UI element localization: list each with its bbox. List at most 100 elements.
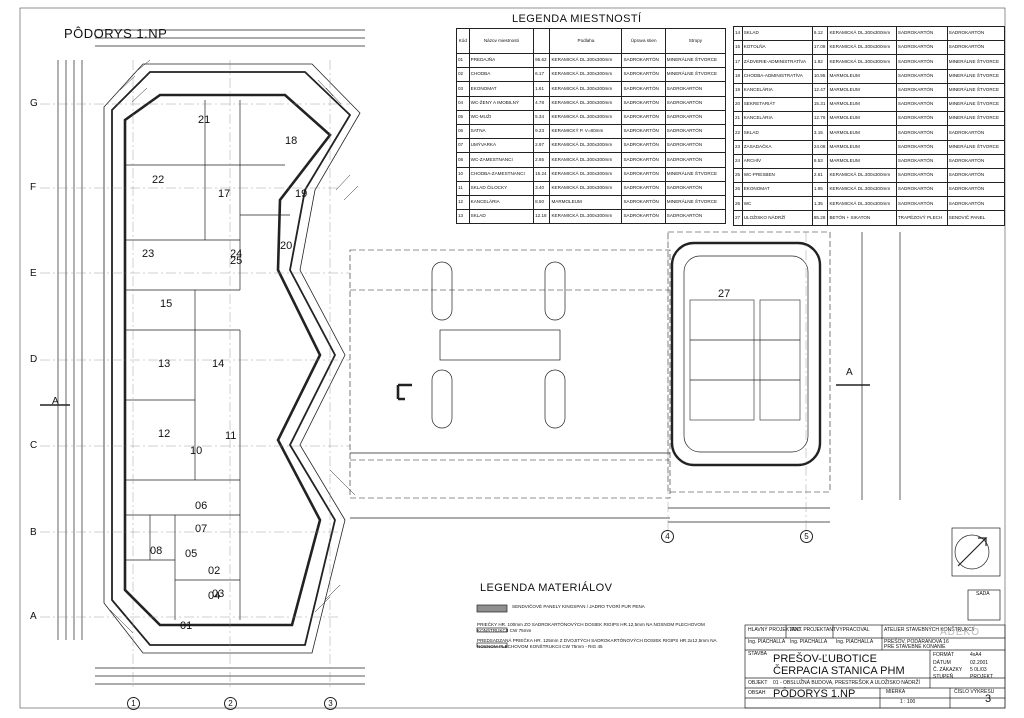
room-legend-area: 6.12 bbox=[811, 25, 829, 42]
room-legend-code: 17 bbox=[733, 54, 743, 70]
room-legend-walls: SADROKARTÓN bbox=[895, 25, 948, 42]
room-number: 11 bbox=[225, 430, 237, 442]
room-legend-ceiling: SADROKARTÓN bbox=[664, 209, 727, 225]
room-legend-name: ZÁDVERIE-ADMINISTRATÍVA bbox=[741, 54, 813, 70]
room-legend-walls: SADROKARTÓN bbox=[621, 81, 666, 97]
room-legend-ceiling: MINERÁLNE ŠTVORCE bbox=[946, 96, 1006, 113]
axis-row-label: A bbox=[30, 611, 37, 622]
room-legend-area: 15.31 bbox=[811, 96, 829, 113]
room-legend-ceiling: SADROKARTÓN bbox=[664, 152, 727, 168]
room-legend-floor: KERAMICKÁ DL.300x300mm bbox=[549, 109, 623, 125]
room-legend-ceiling: SADROKARTÓN bbox=[664, 81, 727, 97]
room-legend-area: 17.08 bbox=[811, 40, 829, 56]
room-legend-code: 08 bbox=[456, 152, 470, 168]
room-legend-walls: SADROKARTÓN bbox=[895, 196, 948, 212]
room-legend-area: 15.24 bbox=[533, 166, 551, 182]
tb-date-label: DÁTUM bbox=[933, 660, 951, 666]
room-number: 04 bbox=[208, 590, 221, 602]
tb-stage2: PROJEKT bbox=[970, 674, 994, 680]
room-legend-name: WC-ZAMESTNANCI bbox=[468, 152, 535, 168]
room-legend-name: WC-ŽENY A IMOBILNÝ bbox=[468, 95, 535, 111]
col-name-header: Názov miestnosti bbox=[468, 28, 535, 54]
room-legend-ceiling: SADROKARTÓN bbox=[946, 25, 1006, 42]
room-legend-floor: MARMOLEUM bbox=[827, 68, 897, 84]
room-legend-ceiling: MINERÁLNE ŠTVORCE bbox=[664, 194, 727, 211]
room-legend-area: 1.35 bbox=[811, 196, 829, 212]
room-legend-walls: SADROKARTÓN bbox=[895, 82, 948, 98]
axis-column-label: 5 bbox=[800, 530, 813, 543]
room-legend-name: KANCELÁRIA bbox=[741, 111, 813, 127]
room-legend-area: 1.92 bbox=[811, 54, 829, 70]
axis-column-label: 4 bbox=[661, 530, 674, 543]
room-legend-name: SATNA bbox=[468, 123, 535, 140]
room-legend-walls: SADROKARTÓN bbox=[621, 67, 666, 83]
room-legend-name: KOTOLŇA bbox=[741, 40, 813, 56]
room-number: 17 bbox=[218, 188, 231, 200]
room-legend-walls: SADROKARTÓN bbox=[621, 95, 666, 111]
room-legend-area: 24.08 bbox=[811, 139, 829, 155]
room-legend-walls: SADROKARTÓN bbox=[895, 167, 948, 184]
room-legend-ceiling: MINERÁLNE ŠTVORCE bbox=[946, 54, 1006, 70]
room-legend-walls: TRAPÉZOVÝ PLECH bbox=[895, 210, 948, 226]
room-legend-area: 95.62 bbox=[533, 52, 551, 69]
room-legend-walls: SADROKARTÓN bbox=[621, 138, 666, 154]
room-legend-name: WC-PRESBEN bbox=[741, 167, 813, 184]
tb-scale-label: MIERKA bbox=[886, 689, 906, 695]
room-legend-floor: KERAMICKÁ DL.300x300mm bbox=[827, 25, 897, 42]
col-walls-header: Úprava stien bbox=[621, 28, 666, 54]
tb-scale: 1 : 100 bbox=[900, 699, 916, 705]
room-legend-area: 9.23 bbox=[533, 123, 551, 140]
room-legend-floor: KERAMICKÁ DL.300x300mm bbox=[549, 138, 623, 154]
tb-person-1: Ing. PIACHALLA bbox=[748, 639, 786, 645]
room-legend-area: 8.50 bbox=[533, 194, 551, 211]
room-legend-walls: SADROKARTÓN bbox=[895, 40, 948, 56]
room-legend-name: SKLAD bbox=[741, 125, 813, 141]
stamp-note: PRE STAVEBNÉ KONANIE bbox=[884, 644, 946, 650]
room-number: 07 bbox=[195, 523, 208, 535]
room-legend-ceiling: SADROKARTÓN bbox=[664, 138, 727, 154]
room-number: 19 bbox=[295, 188, 308, 200]
room-legend-name: KANCELÁRIA bbox=[741, 82, 813, 98]
room-legend-name: SKLAD bbox=[741, 25, 813, 42]
room-legend-name: CHODBA bbox=[468, 67, 535, 83]
room-legend-walls: SADROKARTÓN bbox=[895, 182, 948, 198]
room-legend-ceiling: MINERÁLNE ŠTVORCE bbox=[946, 68, 1006, 84]
room-legend-area: 3.15 bbox=[811, 125, 829, 141]
room-legend-area: 1.95 bbox=[811, 182, 829, 198]
room-legend-name: WC-MUŽI bbox=[468, 109, 535, 125]
room-legend-walls: SADROKARTÓN bbox=[621, 123, 666, 140]
room-legend-floor: KERAMICKÁ DL.300x300mm bbox=[827, 167, 897, 184]
room-legend-ceiling: MINERÁLNE ŠTVORCE bbox=[664, 52, 727, 69]
room-legend-name: PREDAJŇA bbox=[468, 52, 535, 69]
room-legend-code: 23 bbox=[733, 139, 743, 155]
room-legend-ceiling: MINERÁLNE ŠTVORCE bbox=[946, 111, 1006, 127]
room-legend-code: 10 bbox=[456, 166, 470, 182]
room-legend-area: 5.34 bbox=[533, 109, 551, 125]
room-legend-ceiling: MINERÁLNE ŠTVORCE bbox=[946, 82, 1006, 98]
room-number: 03 bbox=[212, 588, 225, 600]
room-number: 05 bbox=[185, 548, 198, 560]
room-legend-floor: MARMOLEUM bbox=[827, 96, 897, 113]
room-legend-code: 24 bbox=[733, 153, 743, 169]
room-legend-code: 13 bbox=[456, 209, 470, 225]
room-legend-ceiling: SENDVIČ PANEL bbox=[946, 210, 1006, 226]
room-legend-name: SEKRETARIÁT bbox=[741, 96, 813, 113]
room-legend-ceiling: SADROKARTÓN bbox=[946, 153, 1006, 169]
room-legend-name: SKLAD ČILOCKY bbox=[468, 180, 535, 196]
room-legend-name: ZASADAČKA bbox=[741, 139, 813, 155]
room-legend-walls: SADROKARTÓN bbox=[895, 111, 948, 127]
room-number: 08 bbox=[150, 545, 163, 557]
room-legend-walls: SADROKARTÓN bbox=[621, 52, 666, 69]
